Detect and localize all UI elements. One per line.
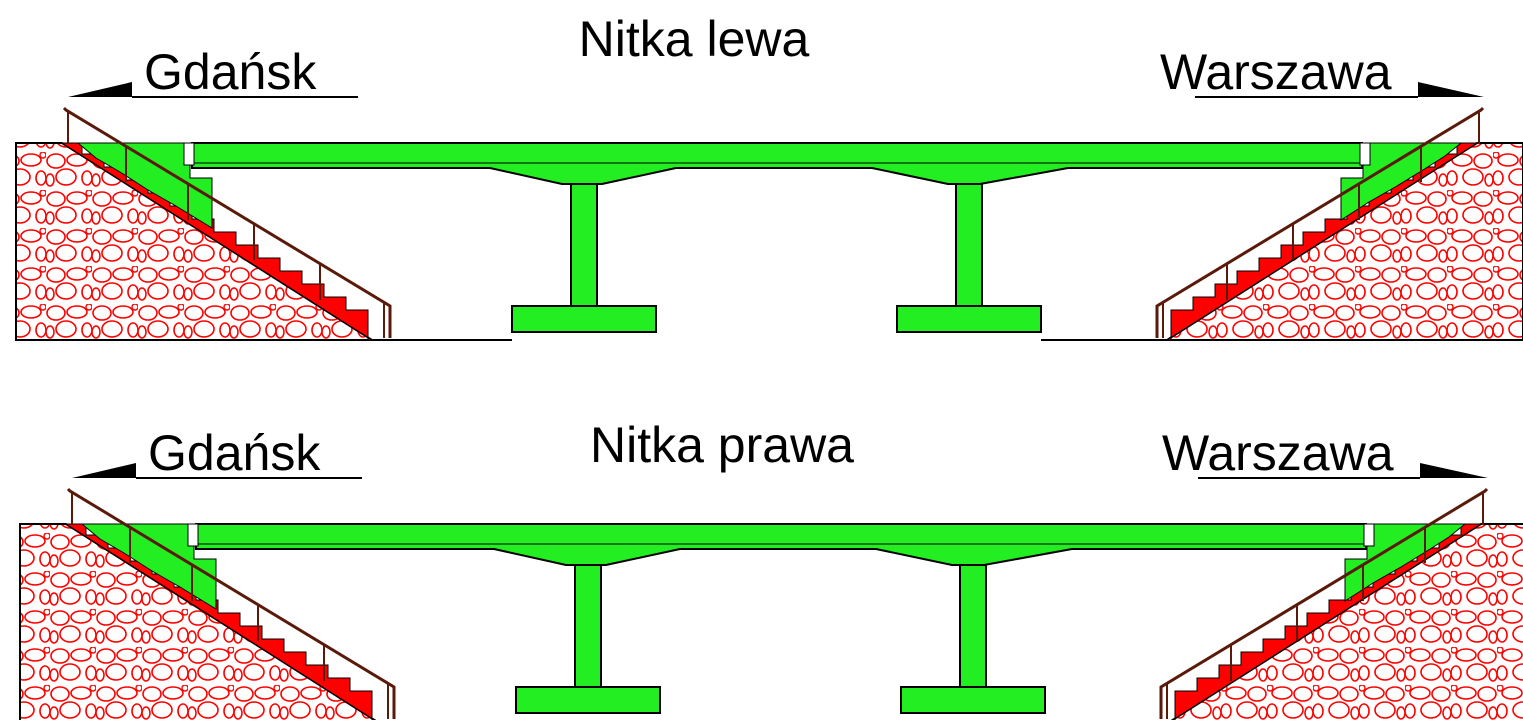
direction-left: Gdańsk [72, 425, 362, 481]
railing-left [62, 106, 392, 338]
arrow-left-icon [72, 463, 136, 478]
direction-left-label: Gdańsk [144, 44, 317, 100]
railing-right [1159, 487, 1489, 719]
direction-right: Warszawa [1162, 425, 1488, 481]
diagram-bottom: Nitka prawa Gdańsk Warszawa [19, 417, 1523, 720]
direction-left-label: Gdańsk [148, 425, 321, 481]
bearing-left [187, 523, 199, 547]
railing-left [66, 487, 396, 719]
pier-icon [896, 183, 1042, 333]
pier-icon [900, 564, 1046, 714]
direction-right-label: Warszawa [1162, 425, 1394, 481]
pier-icon [511, 183, 657, 333]
direction-left: Gdańsk [68, 44, 358, 100]
bearing-left [183, 142, 195, 166]
bearing-right [1363, 523, 1375, 547]
embankment-right [1159, 487, 1523, 720]
embankment-left [15, 106, 512, 341]
diagram-top: Nitka lewa Gdańsk Warszawa [15, 11, 1523, 341]
arrow-right-icon [1418, 82, 1484, 97]
arrow-right-icon [1420, 463, 1488, 478]
bearing-right [1359, 142, 1371, 166]
diagram-title: Nitka prawa [590, 417, 854, 473]
railing-right [1155, 106, 1485, 338]
pier-icon [515, 564, 661, 714]
direction-right: Warszawa [1160, 44, 1484, 100]
arrow-left-icon [68, 82, 132, 97]
embankment-right [1041, 106, 1523, 341]
direction-right-label: Warszawa [1160, 44, 1392, 100]
embankment-left [19, 487, 396, 720]
diagram-title: Nitka lewa [579, 11, 810, 67]
